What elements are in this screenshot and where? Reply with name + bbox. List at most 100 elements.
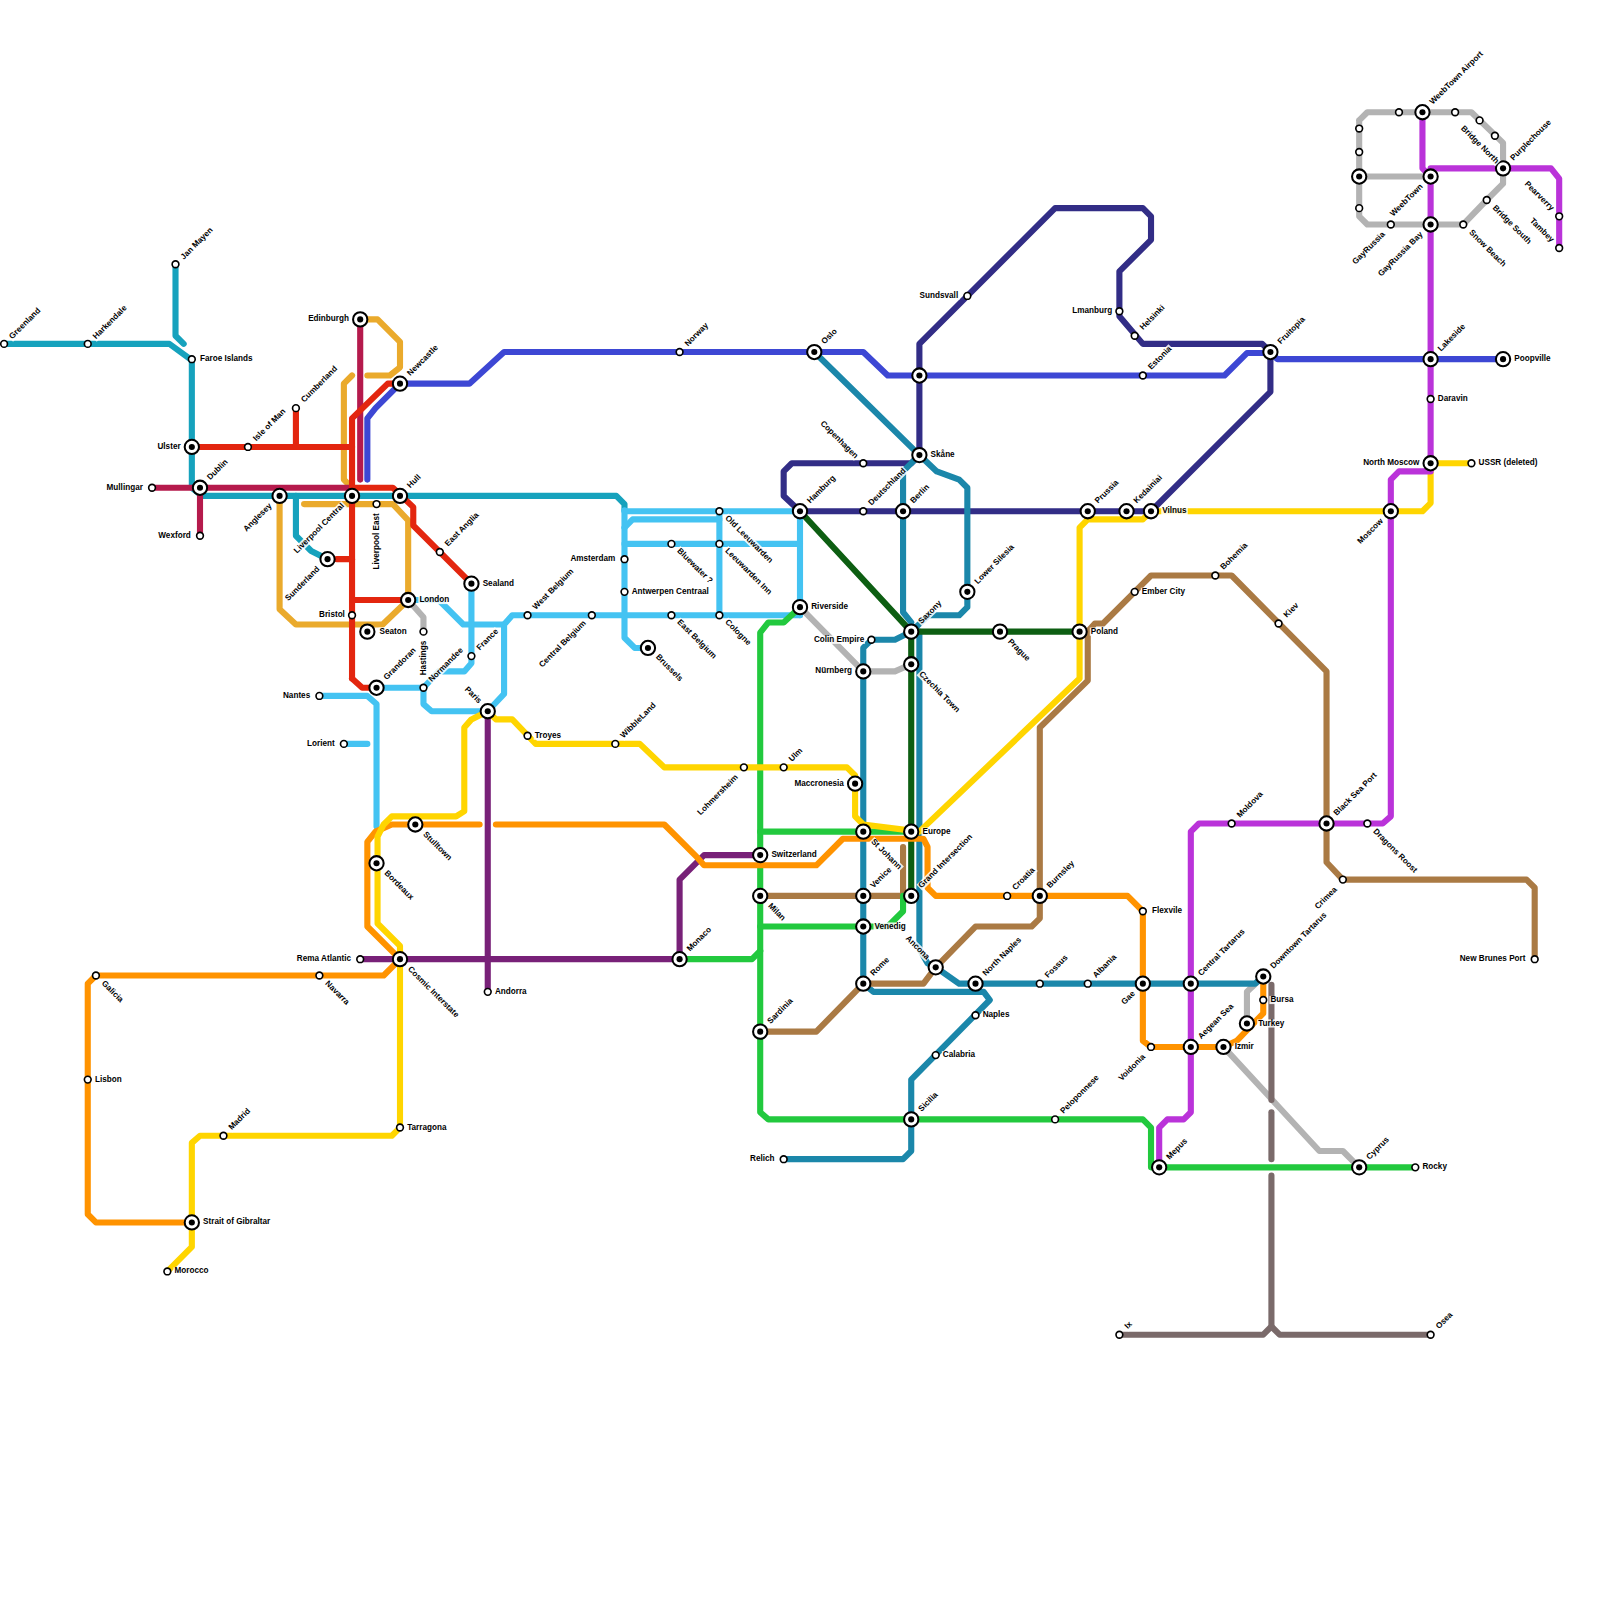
station-label: Brussels: [653, 652, 685, 684]
station-label: Mepus: [1164, 1137, 1190, 1163]
station-label: Moldova: [1235, 790, 1266, 821]
interchange-station: [1423, 352, 1437, 366]
metro-line: [488, 615, 800, 711]
station-label: Lower Silesia: [973, 542, 1017, 586]
station-label: Dublin: [205, 457, 230, 482]
station-dot: [1452, 109, 1459, 116]
station-label: Milan: [765, 901, 787, 923]
station-dot: [1260, 997, 1267, 1004]
interchange-station: [1496, 161, 1510, 175]
station-dot: [932, 1052, 939, 1059]
metro-line: [357, 319, 363, 479]
station-dot: [1483, 197, 1490, 204]
station-dot: [1212, 572, 1219, 579]
interchange-station: [904, 824, 918, 838]
metro-line: [152, 485, 352, 491]
station-dot: [524, 732, 531, 739]
interchange-station: [464, 577, 478, 591]
station-label: Liverpool Central: [292, 501, 347, 556]
station-dot: [676, 349, 683, 356]
station-dot: [1148, 1044, 1155, 1051]
station-dot: [964, 293, 971, 300]
station-label: France: [475, 627, 501, 653]
station-label: New Brunes Port: [1459, 955, 1527, 963]
station-dot: [1556, 213, 1563, 220]
station-label: Peloponnese: [1058, 1073, 1101, 1116]
interchange-station: [1415, 105, 1429, 119]
station-label: Gae: [1119, 989, 1137, 1007]
station-label: Prussia: [1093, 478, 1121, 506]
interchange-station: [393, 952, 407, 966]
station-label: Central Tartarus: [1196, 927, 1247, 978]
interchange-station: [848, 777, 862, 791]
interchange-station: [393, 377, 407, 391]
station-label: Oslo: [820, 327, 840, 347]
station-label: Burnsley: [1045, 859, 1077, 891]
metro-line: [96, 959, 400, 975]
station-dot: [149, 484, 156, 491]
station-label: Estonia: [1146, 344, 1174, 372]
station-label: Tarragona: [406, 1123, 447, 1131]
station-label: Aegean Sea: [1196, 1002, 1236, 1042]
interchange-station: [1184, 977, 1198, 991]
station-dot: [868, 636, 875, 643]
station-label: Ulm: [787, 746, 805, 764]
metro-line: [1223, 1047, 1359, 1167]
station-label: Poopville: [1513, 355, 1551, 363]
interchange-station: [401, 593, 415, 607]
station-dot: [1084, 980, 1091, 987]
station-label: Lorient: [306, 740, 336, 748]
station-label: Newcastle: [405, 343, 440, 378]
metro-line: [360, 319, 400, 375]
interchange-station: [1423, 456, 1437, 470]
interchange-station: [1263, 345, 1277, 359]
interchange-station: [793, 600, 807, 614]
station-dot: [1387, 221, 1394, 228]
station-label: Bridge North: [1458, 124, 1500, 166]
station-dot: [84, 341, 91, 348]
station-label: Rome: [869, 955, 892, 978]
station-dot: [293, 405, 300, 412]
interchange-station: [1496, 352, 1510, 366]
station-label: Madrid: [227, 1106, 253, 1132]
metro-line: [1268, 1112, 1274, 1159]
interchange-station: [272, 489, 286, 503]
station-label: Grandoran: [382, 646, 419, 683]
station-label: Bohemia: [1219, 541, 1251, 573]
station-dot: [172, 261, 179, 268]
station-label: Isle of Man: [251, 407, 288, 444]
metro-line: [716, 511, 722, 615]
station-label: Sundsvall: [919, 292, 960, 300]
interchange-station: [753, 889, 767, 903]
station-dot: [780, 1156, 787, 1163]
station-dot: [188, 356, 195, 363]
interchange-station: [1384, 504, 1398, 518]
station-dot: [1275, 620, 1282, 627]
station-label: Voidonia: [1117, 1052, 1148, 1083]
interchange-station: [904, 624, 918, 638]
station-label: Helsinki: [1138, 303, 1167, 332]
interchange-station: [1216, 1040, 1230, 1054]
station-label: Sardinia: [765, 996, 795, 1026]
station-dot: [1476, 117, 1483, 124]
station-label: Naples: [982, 1011, 1011, 1019]
metro-line: [4, 344, 624, 510]
station-label: Relich: [749, 1155, 776, 1163]
station-label: Pearverry: [1522, 179, 1556, 213]
station-dot: [1116, 1331, 1123, 1338]
interchange-station: [912, 368, 926, 382]
station-label: Cumberland: [299, 364, 340, 405]
station-dot: [1356, 149, 1363, 156]
station-dot: [1468, 460, 1475, 467]
station-label: Crimea: [1313, 885, 1340, 912]
station-dot: [1556, 245, 1563, 252]
station-label: Bordeaux: [382, 869, 416, 903]
interchange-station: [360, 624, 374, 638]
station-label: Paris: [462, 685, 483, 706]
station-label: Rocky: [1421, 1163, 1448, 1171]
station-label: Navarra: [323, 979, 352, 1008]
station-label: Galicia: [99, 979, 125, 1005]
station-label: Bursa: [1269, 996, 1294, 1004]
station-label: Lohmersheim: [696, 773, 741, 818]
station-dot: [93, 972, 100, 979]
